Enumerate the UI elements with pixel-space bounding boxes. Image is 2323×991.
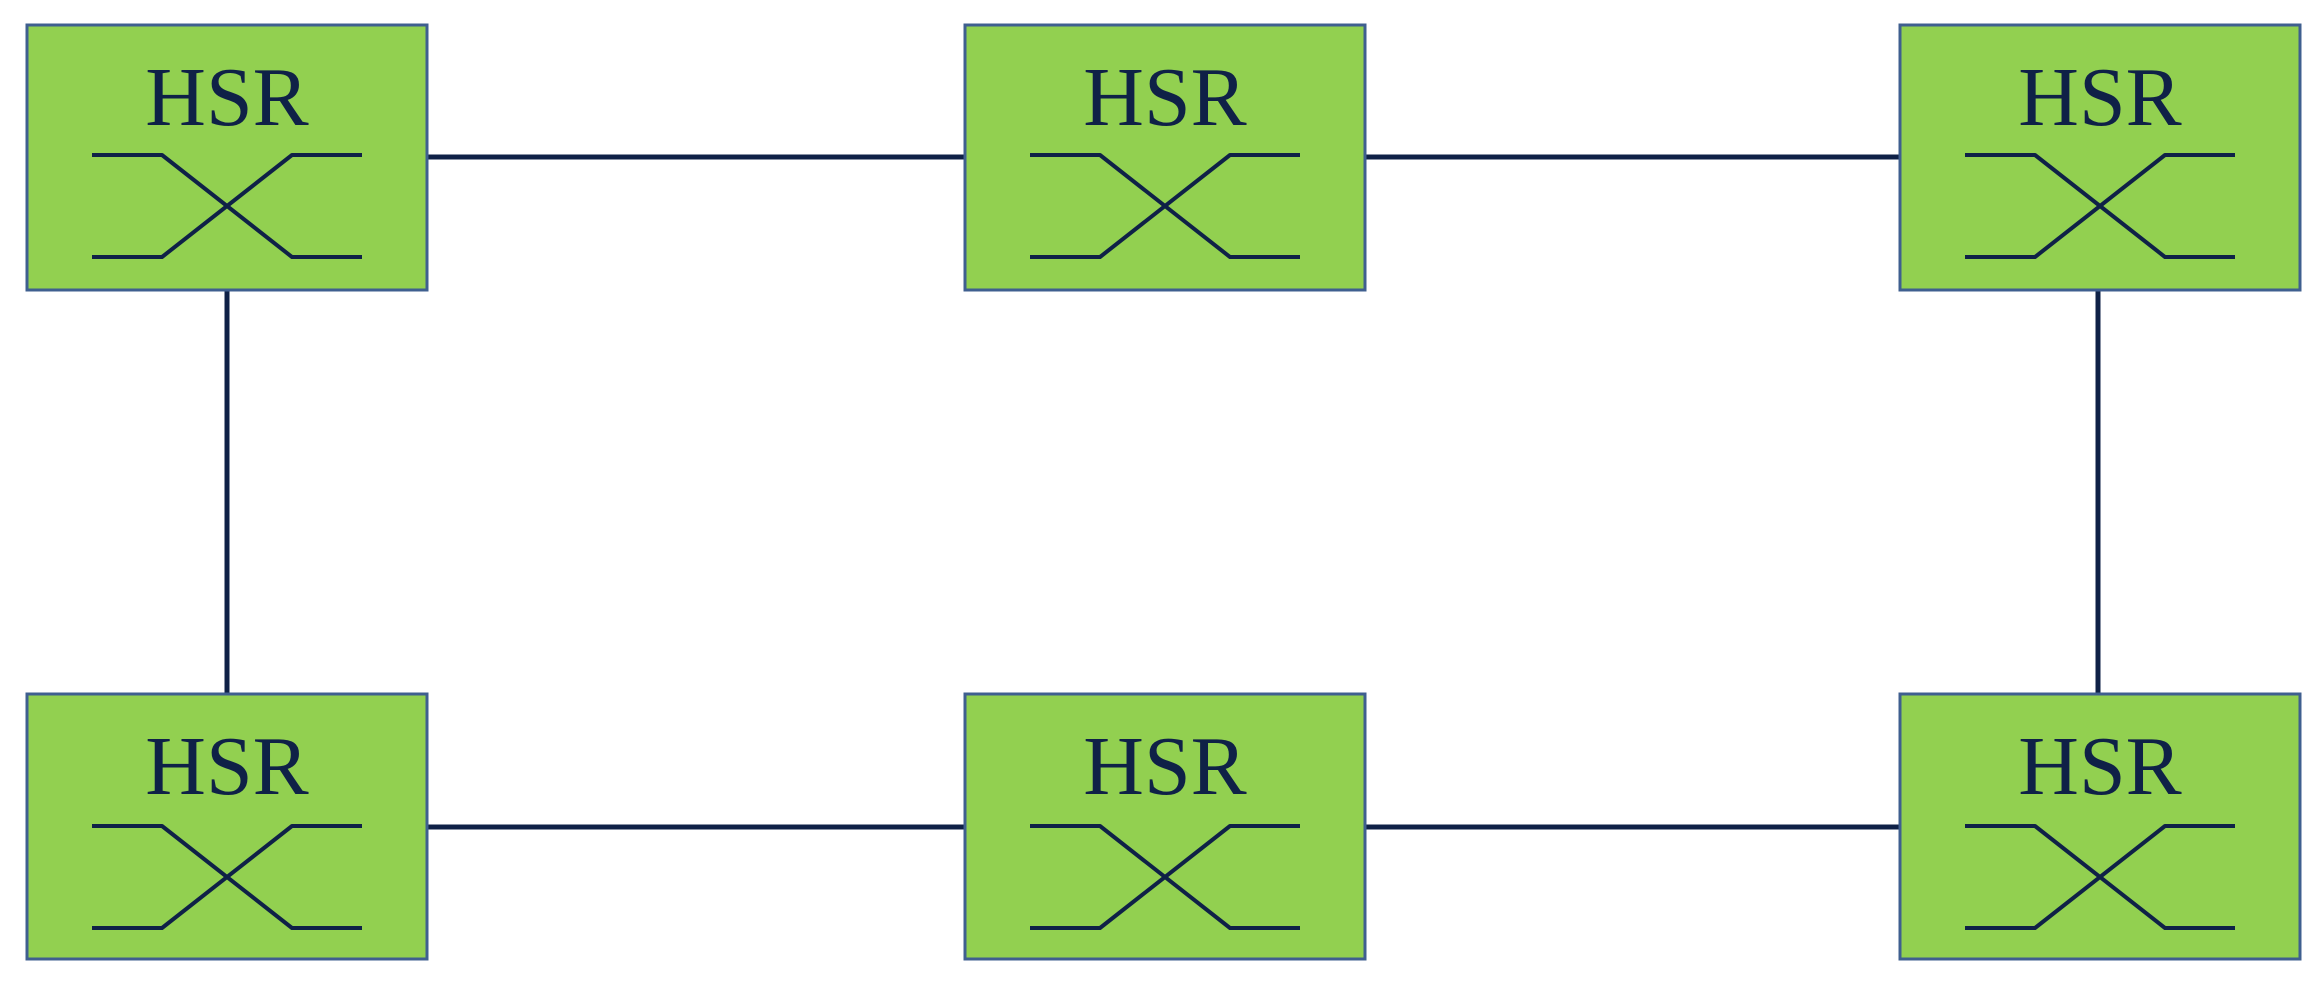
hsr-node-bottom-right[interactable]: HSR [1898, 692, 2302, 961]
node-box [963, 23, 1367, 292]
node-label: HSR [145, 51, 308, 144]
node-label: HSR [2018, 51, 2181, 144]
node-box [1898, 23, 2302, 292]
hsr-node-top-middle[interactable]: HSR [963, 23, 1367, 292]
node-label: HSR [1083, 51, 1246, 144]
node-box [25, 23, 429, 292]
hsr-node-bottom-middle[interactable]: HSR [963, 692, 1367, 961]
hsr-node-top-left[interactable]: HSR [25, 23, 429, 292]
hsr-node-top-right[interactable]: HSR [1898, 23, 2302, 292]
crossover-switch-icon [92, 824, 362, 930]
hsr-node-bottom-left[interactable]: HSR [25, 692, 429, 961]
crossover-switch-icon [1030, 824, 1300, 930]
crossover-switch-icon [1965, 153, 2235, 259]
crossover-switch-icon [1030, 153, 1300, 259]
node-label: HSR [145, 720, 308, 813]
links [224, 154, 2101, 830]
crossover-switch-icon [1965, 824, 2235, 930]
node-label: HSR [2018, 720, 2181, 813]
crossover-switch-icon [92, 153, 362, 259]
node-label: HSR [1083, 720, 1246, 813]
